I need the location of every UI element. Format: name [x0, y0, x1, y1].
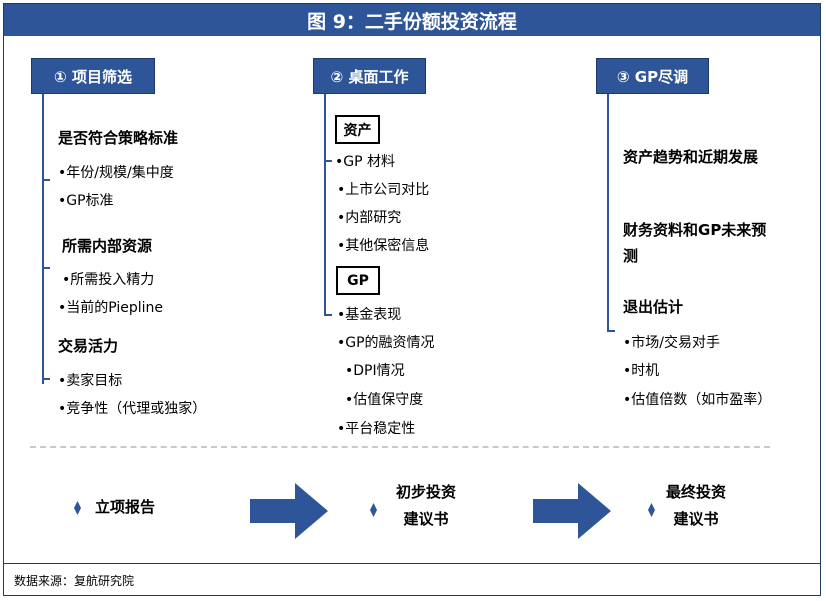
column-header-gp-due-diligence: ③ GP尽调	[596, 58, 709, 94]
section-divider	[30, 446, 770, 448]
arrow-right-icon	[533, 483, 611, 539]
dd-heading-exit: 退出估计	[623, 298, 684, 316]
list-item: •时机	[623, 363, 660, 379]
list-item: •年份/规模/集中度	[58, 165, 174, 181]
list-item: •卖家目标	[58, 373, 123, 389]
screening-heading-deal: 交易活力	[58, 337, 119, 355]
figure-frame	[3, 3, 821, 596]
stage-project-report: 立项报告	[95, 498, 156, 516]
list-item: •平台稳定性	[337, 421, 416, 437]
connector-tick	[42, 267, 50, 269]
list-item: •GP 材料	[335, 154, 395, 170]
stage-final-proposal: 最终投资 建议书	[666, 479, 726, 533]
column-2-connector	[324, 94, 326, 316]
diamond-bullet-icon	[74, 501, 81, 515]
list-item: •当前的Piepline	[58, 300, 164, 316]
stage-final-line1: 最终投资	[666, 483, 727, 501]
column-header-desk-work: ② 桌面工作	[313, 58, 426, 94]
stage-preliminary-line2: 建议书	[403, 510, 449, 528]
list-item: •DPI情况	[345, 363, 405, 379]
connector-tick	[607, 330, 615, 332]
arrow-right-icon	[250, 483, 328, 539]
connector-tick	[42, 179, 50, 181]
column-1-connector	[42, 94, 44, 384]
column-3-connector	[607, 94, 609, 332]
list-item: •内部研究	[337, 210, 402, 226]
stage-preliminary-proposal: 初步投资 建议书	[396, 479, 456, 533]
list-item: •竞争性（代理或独家）	[58, 401, 207, 417]
source-divider	[4, 563, 820, 564]
dd-heading-financials-cont: 测	[623, 247, 639, 265]
list-item: •所需投入精力	[62, 272, 155, 288]
list-item: •GP标准	[58, 193, 114, 209]
list-item: •GP的融资情况	[337, 335, 435, 351]
list-item: •估值倍数（如市盈率）	[623, 392, 772, 408]
column-header-screening: ① 项目筛选	[31, 58, 155, 94]
screening-heading-resources: 所需内部资源	[62, 237, 153, 255]
diamond-bullet-icon	[370, 503, 377, 517]
list-item: •上市公司对比	[337, 182, 430, 198]
list-item: •基金表现	[337, 307, 402, 323]
diamond-bullet-icon	[648, 503, 655, 517]
list-item: •市场/交易对手	[623, 335, 720, 351]
connector-tick	[324, 314, 332, 316]
list-item: •估值保守度	[345, 392, 424, 408]
dd-heading-asset-trends: 资产趋势和近期发展	[623, 148, 759, 166]
list-item: •其他保密信息	[337, 238, 430, 254]
stage-final-line2: 建议书	[673, 510, 719, 528]
dd-heading-financials: 财务资料和GP未来预	[623, 221, 767, 239]
gp-box-label: GP	[336, 266, 380, 295]
figure-title: 图 9：二手份额投资流程	[4, 4, 820, 36]
asset-box-label: 资产	[335, 115, 380, 144]
stage-preliminary-line1: 初步投资	[396, 483, 457, 501]
screening-heading-strategy: 是否符合策略标准	[58, 129, 179, 147]
connector-tick	[324, 160, 332, 162]
connector-tick	[42, 378, 50, 380]
data-source: 数据来源：复航研究院	[14, 574, 135, 588]
